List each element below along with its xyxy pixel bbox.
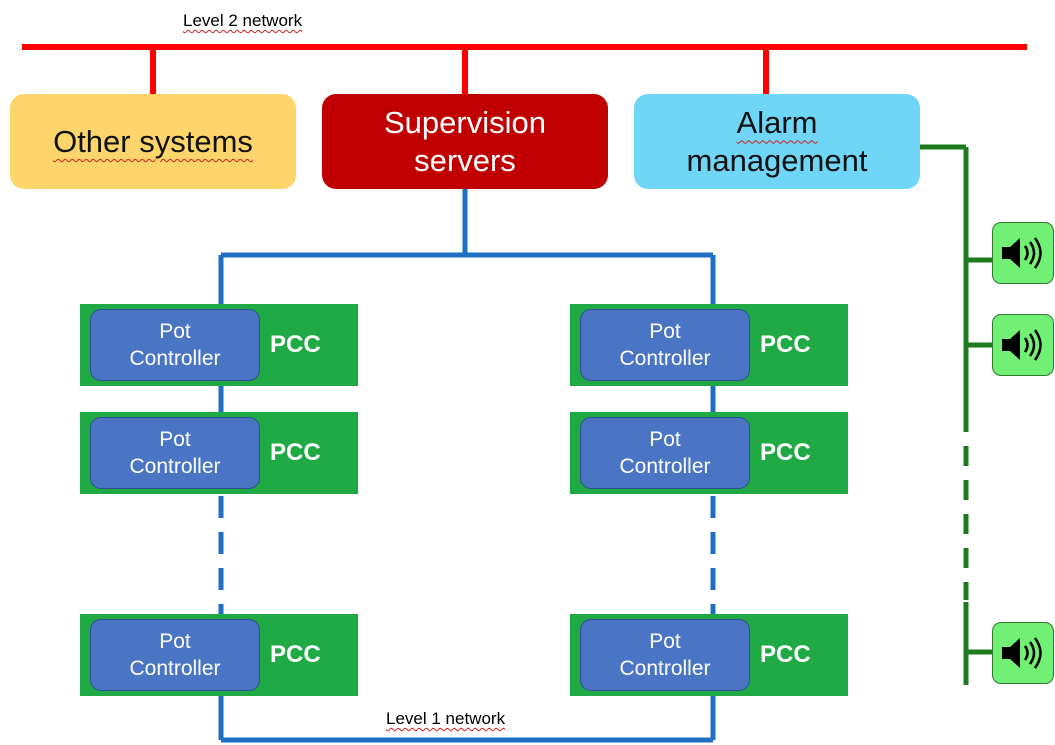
other-systems-box: Other systems <box>10 94 296 189</box>
pcc-right-3: Pot Controller PCC <box>570 614 848 696</box>
supervision-servers-box: Supervision servers <box>322 94 608 189</box>
pot-controller-line2: Controller <box>619 455 711 478</box>
pot-controller: Pot Controller <box>580 309 750 381</box>
alarm-speaker-3 <box>992 622 1054 684</box>
supervision-label-line1: Supervision <box>384 105 546 141</box>
pot-controller: Pot Controller <box>580 619 750 691</box>
pcc-label: PCC <box>760 439 811 466</box>
pcc-left-2: Pot Controller PCC <box>80 412 358 494</box>
pot-controller: Pot Controller <box>90 309 260 381</box>
pot-controller-line1: Pot <box>649 629 681 653</box>
alarm-speaker-2 <box>992 314 1054 376</box>
speaker-icon <box>1002 637 1042 669</box>
pot-controller-line1: Pot <box>159 427 191 451</box>
pcc-left-3: Pot Controller PCC <box>80 614 358 696</box>
pot-controller-line2: Controller <box>129 455 221 478</box>
pot-controller: Pot Controller <box>90 619 260 691</box>
alarm-speaker-1 <box>992 222 1054 284</box>
pot-controller-line1: Pot <box>159 629 191 653</box>
pot-controller-line2: Controller <box>619 657 711 680</box>
level1-network-lines <box>218 189 716 743</box>
pot-controller: Pot Controller <box>90 417 260 489</box>
other-systems-label: Other systems <box>53 123 253 159</box>
pcc-label: PCC <box>270 641 321 668</box>
pot-controller-line2: Controller <box>619 347 711 370</box>
level1-network-dashed <box>218 496 716 614</box>
speaker-icon <box>1002 237 1042 269</box>
pcc-right-2: Pot Controller PCC <box>570 412 848 494</box>
pcc-label: PCC <box>270 439 321 466</box>
pcc-label: PCC <box>760 641 811 668</box>
pcc-label: PCC <box>270 331 321 358</box>
alarm-management-box: Alarm management <box>634 94 920 189</box>
pot-controller-line1: Pot <box>649 427 681 451</box>
pot-controller-line1: Pot <box>649 319 681 343</box>
alarm-bus-lines <box>920 144 992 685</box>
level2-network-label: Level 2 network <box>183 11 303 30</box>
pcc-left-1: Pot Controller PCC <box>80 304 358 386</box>
pot-controller-line2: Controller <box>129 657 221 680</box>
pot-controller-line2: Controller <box>129 347 221 370</box>
pot-controller: Pot Controller <box>580 417 750 489</box>
level1-network-label: Level 1 network <box>386 709 506 728</box>
pcc-label: PCC <box>760 331 811 358</box>
alarm-label-line2: management <box>686 142 868 178</box>
alarm-label-line1: Alarm <box>736 105 818 141</box>
pot-controller-line1: Pot <box>159 319 191 343</box>
speaker-icon <box>1002 329 1042 361</box>
pcc-right-1: Pot Controller PCC <box>570 304 848 386</box>
supervision-label-line2: servers <box>414 142 516 178</box>
